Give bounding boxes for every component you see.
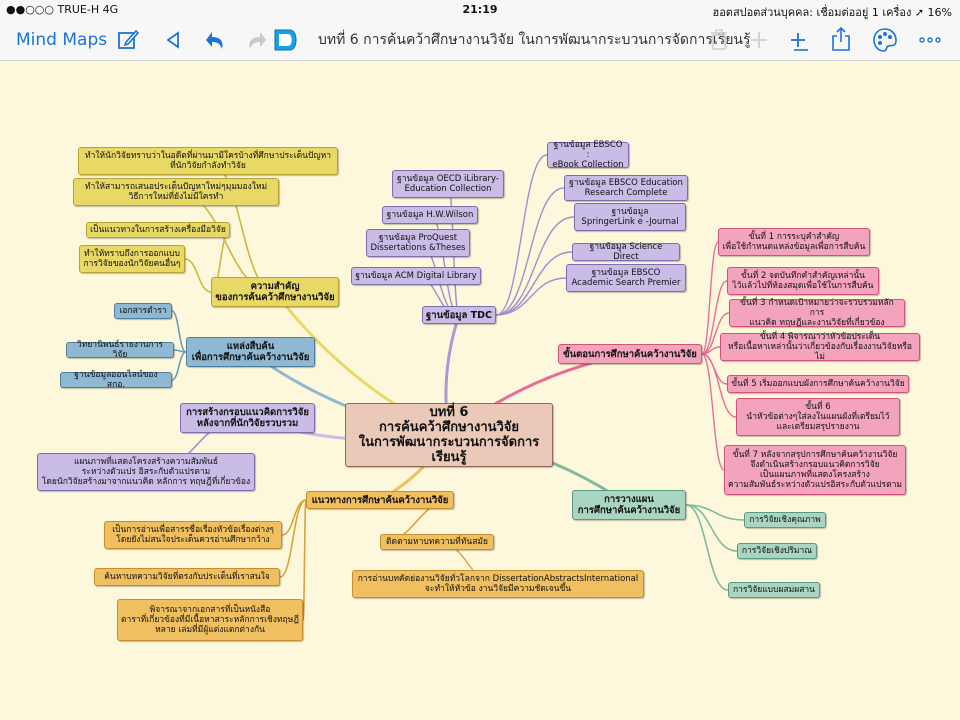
add-icon[interactable] xyxy=(748,20,770,60)
approach-item-2[interactable]: ค้นหาบทความวิจัยที่ตรงกับประเด็นที่เราสน… xyxy=(94,568,280,586)
back-to-mind-maps-button[interactable]: Mind Maps xyxy=(16,30,108,50)
connector-line xyxy=(495,154,548,316)
edit-icon[interactable] xyxy=(116,20,140,60)
previous-icon[interactable] xyxy=(162,20,184,60)
connector-line xyxy=(302,499,307,621)
importance-item-3[interactable]: เป็นแนวทางในการสร้างเครื่องมือวิจัย xyxy=(86,222,230,238)
document-title: บทที่ 6 การค้นคว้าศึกษางานวิจัย ในการพัฒ… xyxy=(318,32,751,48)
connector-line xyxy=(279,499,307,578)
importance-item-1[interactable]: ทำให้นักวิจัยทราบว่าในอดีตที่ผ่านมามีใคร… xyxy=(78,147,338,175)
step-2[interactable]: ขั้นที่ 2 จดบันทึกคำสำคัญเหล่านั้น ไว้แล… xyxy=(727,267,879,295)
steps-topic[interactable]: ขั้นตอนการศึกษาค้นคว้างานวิจัย xyxy=(558,344,702,364)
tdc-hwwilson[interactable]: ฐานข้อมูล H.W.Wilson xyxy=(382,206,478,224)
planning-quantitative[interactable]: การวิจัยเชิงปริมาณ xyxy=(737,543,817,559)
tdc-oecd[interactable]: ฐานข้อมูล OECD iLibrary- Education Colle… xyxy=(392,170,504,198)
step-3[interactable]: ขั้นที่ 3 กำหนดเป้าหมายว่าจะรวบรวมหลักกา… xyxy=(729,298,905,328)
connector-line xyxy=(701,241,719,355)
step-5[interactable]: ขั้นที่ 5 เริ่มออกแบบผังการศึกษาค้นคว้าง… xyxy=(727,375,909,393)
step-1[interactable]: ขั้นที่ 1 การระบุคำสำคัญ เพื่อใช้กำหนดแห… xyxy=(718,228,870,256)
step-4[interactable]: ขั้นที่ 4 พิจารณาว่าหัวข้อประเด็น หรือเน… xyxy=(720,332,920,362)
connector-line xyxy=(171,351,187,381)
tdc-ebsco-academic[interactable]: ฐานข้อมูล EBSCO Academic Search Premier xyxy=(566,264,686,292)
undo-icon[interactable] xyxy=(202,20,228,60)
importance-item-4[interactable]: ทำให้ทราบถึงการออกแบบ การวิจัยของนักวิจั… xyxy=(79,245,185,273)
step-7[interactable]: ขั้นที่ 7 หลังจากสรุปการศึกษาค้นคว้างานว… xyxy=(724,445,906,495)
sources-item-2[interactable]: วิทยานิพนธ์รายงานการวิจัย xyxy=(66,340,174,360)
sources-topic[interactable]: แหล่งสืบค้น เพื่อการศึกษาค้นคว้างานวิจัย xyxy=(186,337,315,367)
share-icon[interactable] xyxy=(830,20,852,60)
planning-topic[interactable]: การวางแผน การศึกษาค้นคว้างานวิจัย xyxy=(572,490,686,520)
connector-line xyxy=(685,504,745,521)
more-icon[interactable] xyxy=(918,20,942,60)
toolbar: Mind Maps บทที่ 6 การค้นคว้าศึกษางานวิจั… xyxy=(0,20,960,61)
sources-item-1[interactable]: เอกสารตำรา xyxy=(114,303,172,319)
importance-topic[interactable]: ความสำคัญ ของการค้นคว้าศึกษางานวิจัย xyxy=(211,277,339,307)
connector-line xyxy=(495,187,565,316)
tdc-topic[interactable]: ฐานข้อมูล TDC xyxy=(422,306,496,324)
connector-line xyxy=(495,277,567,316)
connector-line xyxy=(495,216,575,316)
add-child-icon[interactable] xyxy=(788,20,812,60)
importance-item-2[interactable]: ทำให้สามารถเสนอประเด็นปัญหาใหม่ๆมุมมองให… xyxy=(73,178,279,206)
tdc-sciencedirect[interactable]: ฐานข้อมูล Science Direct xyxy=(572,242,680,262)
tdc-springerlink[interactable]: ฐานข้อมูล SpringerLink e -Journal xyxy=(574,203,686,231)
connector-line xyxy=(171,310,187,353)
connector-line xyxy=(701,353,737,418)
sources-item-3[interactable]: ฐานข้อมูลออนไลน์ของ สกอ. xyxy=(60,370,172,390)
hotspot-battery-status: ฮอตสปอตส่วนบุคคล: เชื่อมต่ออยู่ 1 เครื่อ… xyxy=(712,6,952,19)
connector-line xyxy=(495,251,573,316)
approach-item-4[interactable]: ติดตามหาบทความที่ทันสมัย xyxy=(380,534,494,550)
tdc-acm[interactable]: ฐานข้อมูล ACM Digital Library xyxy=(351,267,481,285)
mind-map-canvas[interactable]: บทที่ 6 การค้นคว้าศึกษางานวิจัย ในการพัฒ… xyxy=(0,61,960,720)
connector-line xyxy=(701,353,725,471)
status-bar: ●●○○○ TRUE-H 4G 21:19 ฮอตสปอตส่วนบุคคล: … xyxy=(0,0,960,20)
clock: 21:19 xyxy=(462,3,498,16)
connector-line xyxy=(184,258,212,293)
approach-item-1[interactable]: เป็นการอ่านเพื่อสารรชื่อเรื่องหัวข้อเรื่… xyxy=(104,521,282,549)
tdc-ebsco-education[interactable]: ฐานข้อมูล EBSCO Education Research Compl… xyxy=(564,175,688,201)
redo-icon[interactable] xyxy=(244,20,270,60)
tdc-proquest[interactable]: ฐานข้อมูล ProQuest Dissertations &Theses xyxy=(366,229,470,257)
approach-item-3[interactable]: พิจารณาจากเอกสารที่เป็นหนังสือ ตาราที่เก… xyxy=(117,599,303,641)
approach-topic[interactable]: แนวทางการศึกษาค้นคว้างานวิจัย xyxy=(306,491,454,509)
planning-mixed[interactable]: การวิจัยแบบผสมผสาน xyxy=(728,582,820,598)
framework-item-1[interactable]: แผนภาพที่แสดงโครงสร้างความสัมพันธ์ ระหว่… xyxy=(37,453,255,491)
connector-line xyxy=(685,504,729,591)
carrier-signal: ●●○○○ TRUE-H 4G xyxy=(6,3,119,16)
framework-topic[interactable]: การสร้างกรอบแนวคิดการวิจัย หลังจากที่นัก… xyxy=(180,403,315,433)
connector-line xyxy=(701,280,728,355)
tdc-ebsco-ebook[interactable]: ฐานข้อมูล EBSCO : eBook Collection xyxy=(547,140,629,170)
step-6[interactable]: ขั้นที่ 6 นำหัวข้อต่างๆใส่ลงในแผนผังที่เ… xyxy=(736,398,900,436)
map-badge-icon[interactable] xyxy=(272,20,300,60)
planning-qualitative[interactable]: การวิจัยเชิงคุณภาพ xyxy=(744,512,826,528)
trash-icon[interactable] xyxy=(708,20,730,60)
central-topic[interactable]: บทที่ 6 การค้นคว้าศึกษางานวิจัย ในการพัฒ… xyxy=(345,403,553,467)
approach-item-4-detail[interactable]: การอ่านบทคัดย่องานวิจัยทั่วโลกจาก Disser… xyxy=(352,570,644,598)
connector-line xyxy=(685,504,738,552)
palette-icon[interactable] xyxy=(872,20,898,60)
